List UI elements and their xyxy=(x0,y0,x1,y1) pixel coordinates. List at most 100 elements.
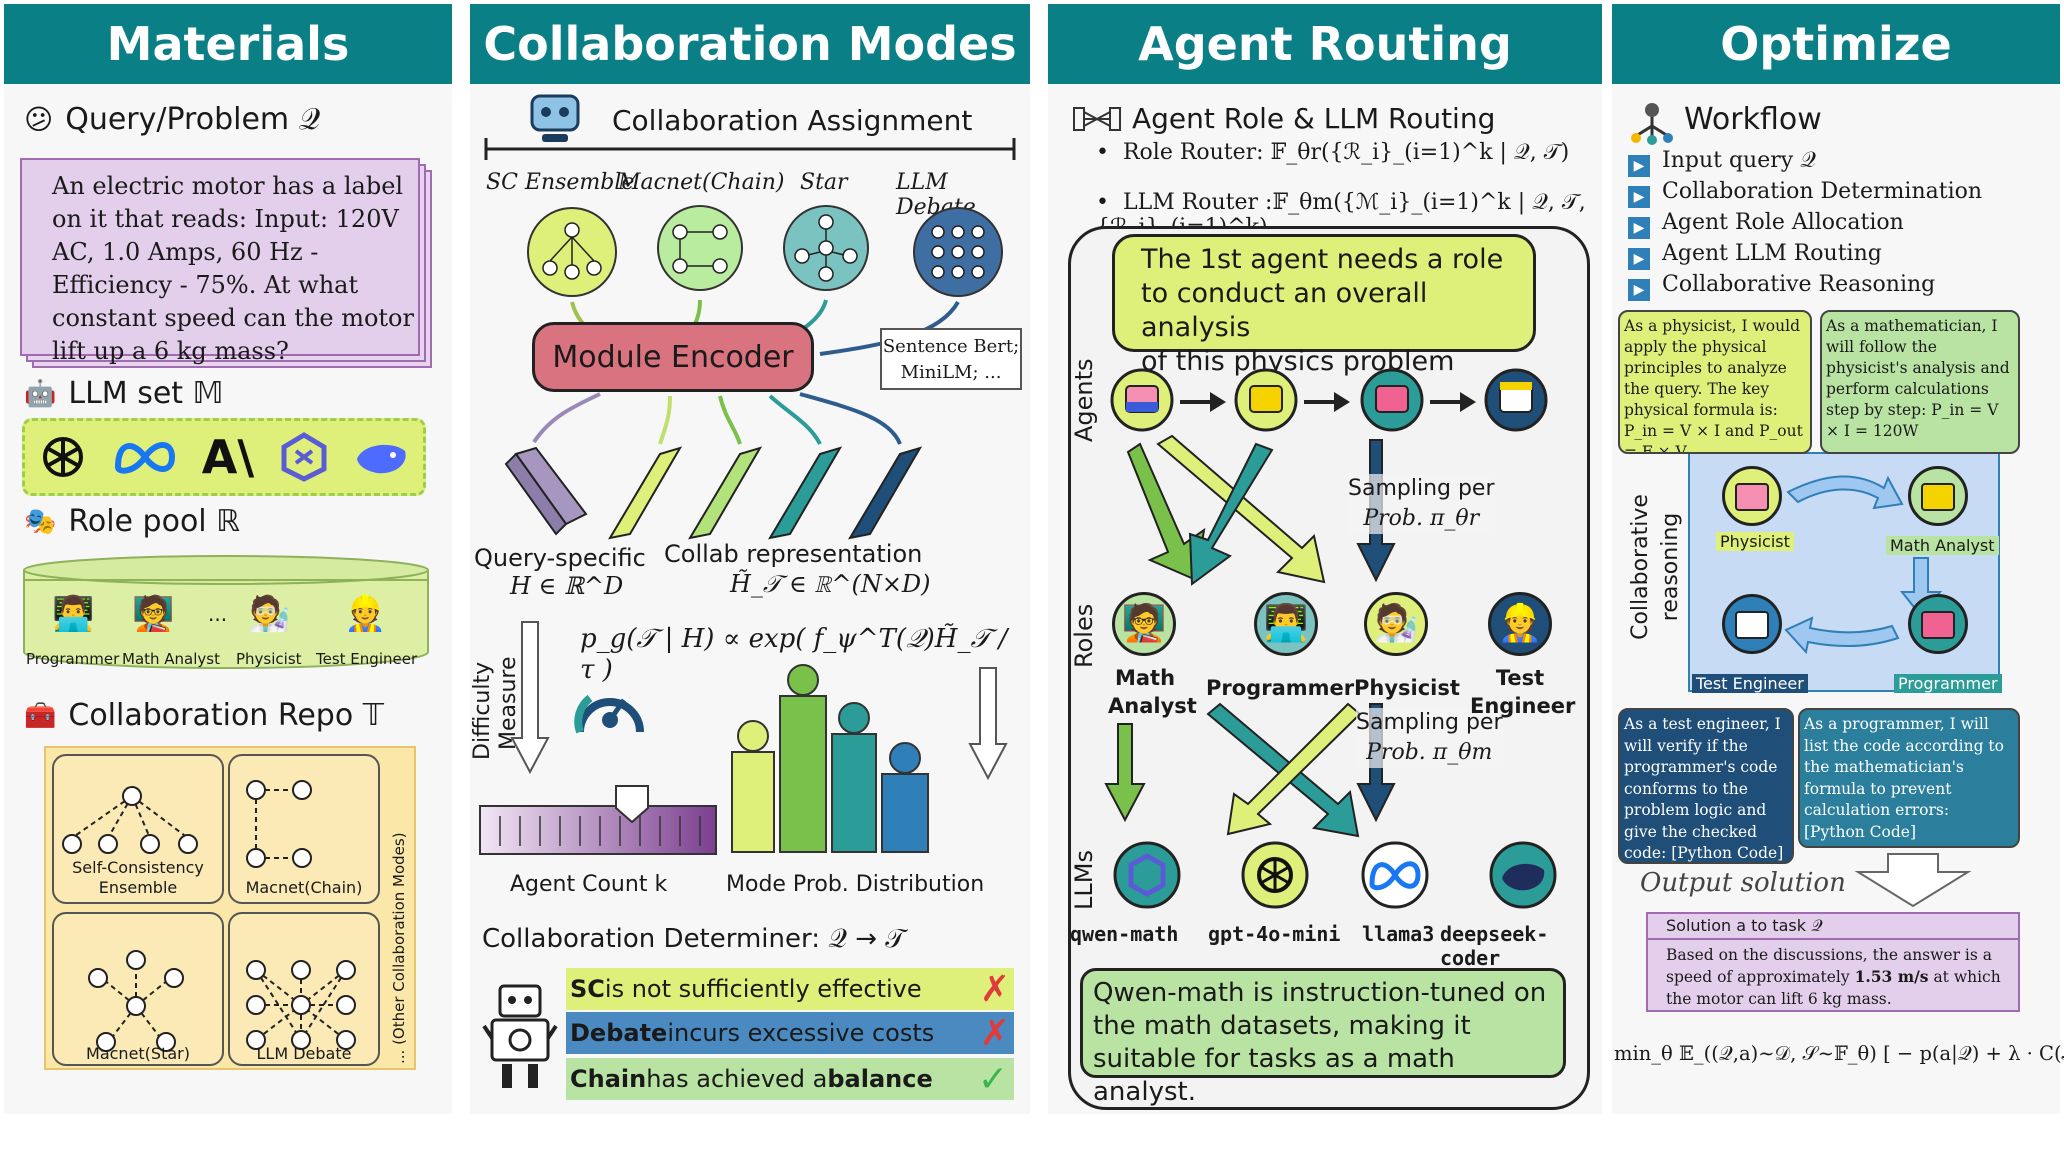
gpt-node-icon xyxy=(1241,841,1309,909)
label-test: Test Engineer xyxy=(1692,674,1808,693)
play-icon: ▶ xyxy=(1628,279,1650,301)
optimize-header: Optimize xyxy=(1612,4,2060,84)
verdict-sc-text: is not sufficiently effective xyxy=(604,975,922,1003)
mode-prob-bar xyxy=(779,695,827,853)
repo-grid: Self-Consistency Ensemble Macnet(Chain) … xyxy=(44,746,416,1070)
objective-formula: min_θ 𝔼_((𝒬,a)∼𝒟, 𝒮∼𝔽_θ) [ − p(a|𝒬) + λ … xyxy=(1614,1042,2064,1065)
output-arrow-icon xyxy=(1854,853,1972,908)
collab-reasoning-label: Collaborative reasoning xyxy=(1628,494,1683,640)
role-node-label-physicist: Physicist xyxy=(1354,676,1460,700)
llm-label-gpt: gpt-4o-mini xyxy=(1208,922,1341,946)
cross-mark-icon: ✗ xyxy=(979,1012,1010,1054)
role-avatars: 👨‍💻 🧑‍🏫 ... 🧑‍🔬 👷 xyxy=(24,594,424,644)
robot-icon xyxy=(482,984,558,1088)
role-node-label-programmer: Programmer xyxy=(1206,676,1355,700)
module-encoder-label: Module Encoder xyxy=(552,339,794,375)
verdict-chain-keyword: Chain xyxy=(570,1065,647,1093)
play-icon: ▶ xyxy=(1628,248,1650,270)
query-section-title: 😕 Query/Problem 𝒬 xyxy=(24,102,321,137)
collab-h-label: H̃_𝒯 ∈ ℝ^(N×D) xyxy=(730,570,931,598)
physicist-bubble: As a physicist, I would apply the physic… xyxy=(1618,310,1812,454)
workflow-step: ▶Collaborative Reasoning xyxy=(1628,270,1982,301)
bubble-line-2: to conduct an overall analysis xyxy=(1141,278,1428,343)
math-analyst-node-icon: 🧑‍🏫 xyxy=(1112,592,1176,656)
test-bubble: As a test engineer, I will verify if the… xyxy=(1618,708,1794,864)
workflow-step: ▶Collaboration Determination xyxy=(1628,177,1982,208)
role-label-test-engineer: Test Engineer xyxy=(316,650,418,668)
reasoning-agents: Physicist Math Analyst Test Engineer Pro… xyxy=(1688,452,2002,693)
routing-arrows xyxy=(1104,434,1396,838)
qwen-note-box: Qwen-math is instruction-tuned on the ma… xyxy=(1080,968,1566,1107)
physicist-avatar-icon: 🧑‍🔬 xyxy=(248,594,291,634)
programmer-avatar-icon: 👨‍💻 xyxy=(52,594,95,634)
encoder-output-arrows xyxy=(532,392,902,445)
label-programmer: Programmer xyxy=(1894,674,2002,693)
role-label-physicist: Physicist xyxy=(236,650,302,668)
module-encoder-box: Module Encoder xyxy=(532,322,814,392)
routing-switch-icon xyxy=(1073,107,1121,131)
repo-label-star: Macnet(Star) xyxy=(86,1044,190,1063)
verdict-debate: Debate incurs excessive costs ✗ xyxy=(566,1012,1014,1054)
vector-prisms xyxy=(504,446,923,540)
verdict-sc-keyword: SC xyxy=(570,975,605,1003)
difficulty-label: Difficulty xyxy=(470,661,495,760)
verdict-debate-keyword: Debate xyxy=(570,1019,668,1047)
down-arrow-left-icon xyxy=(510,621,550,775)
workflow-steps: ▶Input query 𝒬 ▶Collaboration Determinat… xyxy=(1628,146,1982,301)
play-icon: ▶ xyxy=(1628,217,1650,239)
test-engineer-avatar-icon: 👷 xyxy=(344,594,387,634)
encoder-note: Sentence Bert; MiniLM; ... xyxy=(882,336,1020,383)
mode-prob-bar xyxy=(881,773,929,853)
mode-prob-label: Mode Prob. Distribution xyxy=(726,872,985,897)
mode-prob-mode-icon xyxy=(737,720,769,752)
label-math: Math Analyst xyxy=(1886,536,1999,555)
solution-box: Solution a to task 𝒬 Based on the discus… xyxy=(1646,912,2020,1012)
materials-panel: Materials 😕 Query/Problem 𝒬 An electric … xyxy=(4,4,452,1114)
play-icon: ▶ xyxy=(1628,155,1650,177)
test-engineer-node-icon: 👷 xyxy=(1488,592,1552,656)
mode-prob-mode-icon xyxy=(787,664,819,696)
reasoning-flow-arrows xyxy=(1784,475,1943,655)
verdict-chain-text: has achieved a xyxy=(646,1065,828,1093)
role-nodes: 🧑‍🏫 👨‍💻 🧑‍🔬 👷 Math Analyst Programmer Ph… xyxy=(1108,592,1578,742)
math-agent-icon xyxy=(1908,466,1968,526)
masks-icon: 🎭 xyxy=(24,506,57,537)
mode-prob-distribution xyxy=(731,664,929,853)
optimize-panel: Optimize Workflow ▶Input query 𝒬 ▶Collab… xyxy=(1612,4,2064,1114)
determiner-label: Collaboration Determiner: 𝒬 → 𝒯 xyxy=(482,924,906,954)
assignment-bracket xyxy=(484,138,1016,160)
role-node-label-math: Math Analyst xyxy=(1108,666,1197,718)
note-line-1: Qwen-math is instruction-tuned on xyxy=(1093,978,1547,1008)
workflow-step: ▶Agent LLM Routing xyxy=(1628,239,1982,270)
role-label-programmer: Programmer xyxy=(26,650,120,668)
repo-graphs xyxy=(62,780,356,1052)
query-box: An electric motor has a label on it that… xyxy=(20,158,420,365)
role-pool-cylinder xyxy=(23,555,429,669)
collab-rep-label: Collab representation xyxy=(664,540,923,568)
openai-logo-icon xyxy=(42,437,83,477)
llm-label-llama: llama3 xyxy=(1362,922,1435,946)
agent-count-bar xyxy=(479,785,717,855)
math-analyst-avatar-icon: 🧑‍🏫 xyxy=(132,594,175,634)
programmer-agent-icon xyxy=(1908,594,1968,654)
query-text: An electric motor has a label on it that… xyxy=(52,172,414,365)
role-router-formula: • Role Router: 𝔽_θr({ℛ_i}_(i=1)^k | 𝒬, 𝒯… xyxy=(1096,140,1570,165)
cross-mark-icon: ✗ xyxy=(979,968,1010,1010)
note-line-3: suitable for tasks as a math analyst. xyxy=(1093,1044,1455,1107)
role-ellipsis: ... xyxy=(208,602,228,626)
math-bubble: As a mathematician, I will follow the ph… xyxy=(1820,310,2020,454)
workflow-icon xyxy=(1631,103,1673,145)
meta-logo-icon xyxy=(115,442,176,474)
llm-label-deepseek: deepseek-coder xyxy=(1440,922,1549,970)
agent-chain xyxy=(1110,368,1548,432)
workflow-step: ▶Input query 𝒬 xyxy=(1628,146,1982,177)
modes-panel: Collaboration Modes Collaboration Assign… xyxy=(470,4,1030,1114)
robot-head-icon: 🤖 xyxy=(24,378,57,409)
qwen-logo-icon xyxy=(281,432,327,482)
mode-label-sc: SC Ensemble xyxy=(486,170,635,195)
deepseek-node-icon xyxy=(1489,841,1557,909)
verdict-chain-balance: balance xyxy=(827,1065,933,1093)
mode-prob-mode-icon xyxy=(889,742,921,774)
modes-header: Collaboration Modes xyxy=(470,4,1030,84)
mode-label-star: Star xyxy=(800,170,848,195)
